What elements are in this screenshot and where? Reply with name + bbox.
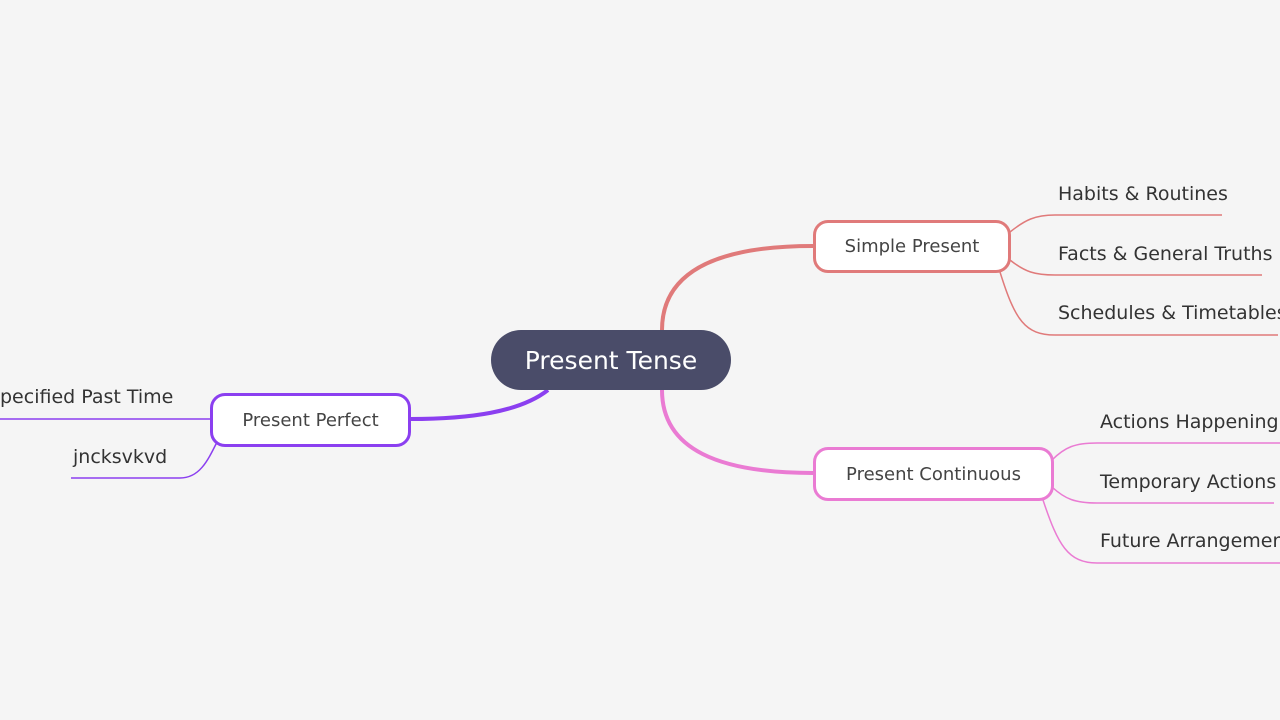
leaf-temporary-actions[interactable]: Temporary Actions [1100, 471, 1277, 493]
leaf-future-arrangement[interactable]: Future Arrangement [1100, 530, 1280, 552]
node-simple-present[interactable]: Simple Present [813, 220, 1011, 273]
leaf-jncksvkvd[interactable]: jncksvkvd [73, 446, 168, 468]
leaf-specified-past-time[interactable]: pecified Past Time [0, 386, 174, 408]
leaf-line-future [1042, 499, 1280, 564]
node-label: Present Perfect [242, 409, 379, 431]
connector-present-perfect [409, 388, 550, 421]
leaf-habits-routines[interactable]: Habits & Routines [1058, 183, 1228, 205]
root-node[interactable]: Present Tense [491, 330, 731, 390]
leaf-facts-general-truths[interactable]: Facts & General Truths [1058, 243, 1273, 265]
leaf-schedules-timetables[interactable]: Schedules & Timetables [1058, 302, 1280, 324]
leaf-line-habits [1009, 214, 1222, 233]
node-label: Present Continuous [846, 463, 1021, 485]
root-label: Present Tense [524, 345, 698, 375]
connector-present-continuous [660, 389, 814, 475]
leaf-line-temporary [1051, 486, 1274, 504]
leaf-line-jncksvkvd [71, 439, 219, 479]
leaf-line-actions [1051, 442, 1280, 461]
node-present-perfect[interactable]: Present Perfect [210, 393, 411, 447]
node-label: Simple Present [844, 236, 980, 257]
leaf-line-facts [1009, 259, 1262, 276]
node-present-continuous[interactable]: Present Continuous [813, 447, 1054, 501]
leaf-actions-happening[interactable]: Actions Happening [1100, 411, 1279, 433]
leaf-line-schedules [999, 271, 1278, 336]
connector-simple-present [660, 244, 814, 331]
